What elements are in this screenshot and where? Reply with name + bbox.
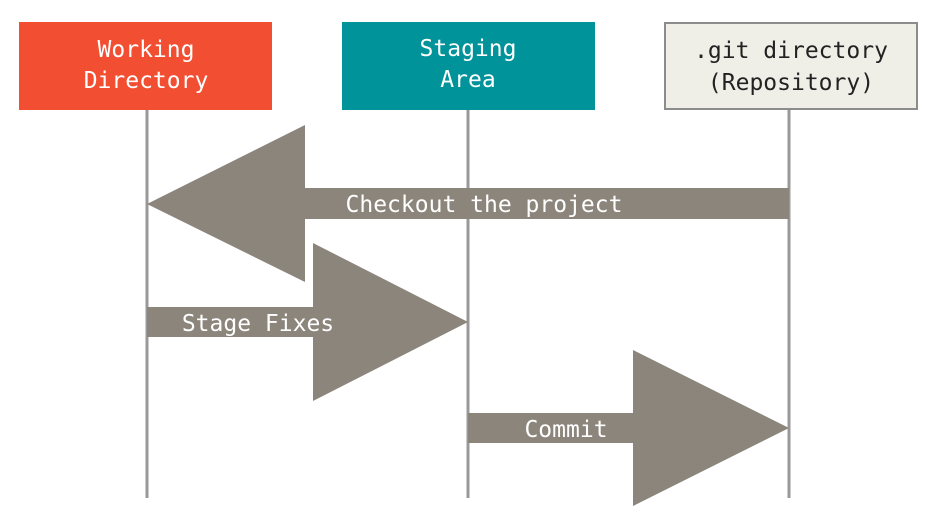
working-directory-label-line1: Working	[98, 37, 195, 63]
working-directory-box: Working Directory	[19, 22, 272, 110]
staging-area-label-line2: Area	[440, 67, 495, 93]
commit-arrow-label: Commit	[524, 417, 607, 443]
stage-fixes-arrow-label: Stage Fixes	[182, 311, 334, 337]
repository-label-line1: .git directory	[694, 38, 888, 64]
staging-area-rect	[342, 22, 595, 110]
repository-box: .git directory (Repository)	[664, 22, 918, 110]
repository-rect	[664, 22, 918, 110]
checkout-arrow: Checkout the project	[147, 125, 789, 282]
stage-fixes-arrow: Stage Fixes	[147, 243, 468, 401]
working-directory-label-line2: Directory	[84, 68, 209, 94]
repository-label-line2: (Repository)	[708, 70, 874, 96]
stage-fixes-arrow-shape	[147, 243, 468, 401]
staging-area-box: Staging Area	[342, 22, 595, 110]
checkout-arrow-shape	[147, 125, 789, 282]
commit-arrow: Commit	[468, 350, 789, 506]
working-directory-rect	[19, 22, 272, 110]
staging-area-label-line1: Staging	[420, 36, 517, 62]
checkout-arrow-label: Checkout the project	[346, 192, 623, 218]
commit-arrow-shape	[468, 350, 789, 506]
